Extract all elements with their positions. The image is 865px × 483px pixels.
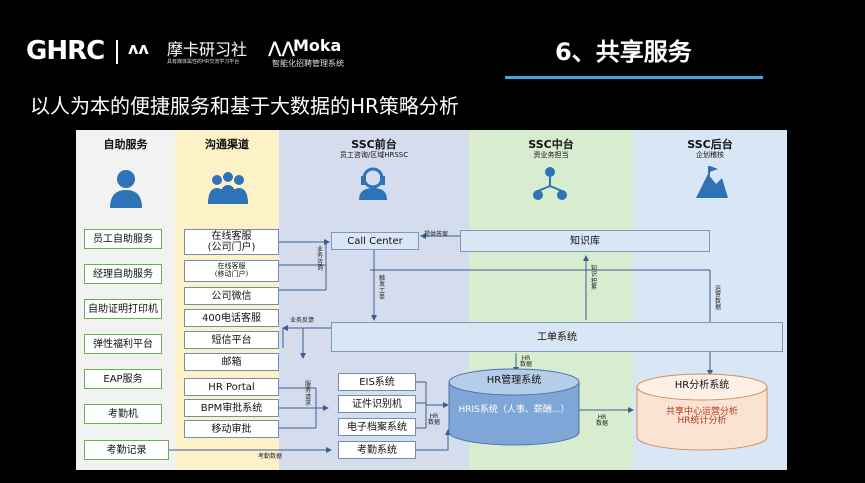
channel-item: 400电话客服	[184, 309, 279, 327]
person-icon	[110, 170, 142, 208]
business-consult-label: 业 务 咨 询	[316, 246, 323, 272]
hr-data-label-3: HR 数据	[596, 414, 609, 428]
self-item: 员工自助服务	[84, 229, 162, 249]
shared-service-diagram: 自助服务 沟通渠道 SSC前台 员工咨询/区域HRSSC SSC中台 资业务担当…	[76, 130, 787, 470]
moka-tagline: 智能化招聘管理系统	[272, 59, 344, 68]
hr-mgmt-cylinder	[448, 368, 580, 446]
hr-analysis-label: HR分析系统	[674, 380, 730, 391]
ghrc-logo: GHRC	[26, 36, 105, 66]
self-item: 考勤机	[84, 404, 162, 424]
attendance-data-label: 考勤数据	[258, 453, 283, 460]
moka-club-name: 摩卡研习社	[167, 40, 248, 59]
self-item: 考勤记录	[84, 440, 169, 460]
section-title: 6、共享服务	[555, 38, 692, 66]
ops-data-label: 运 营 数 据	[714, 285, 721, 311]
channel-item: HR Portal	[184, 378, 279, 396]
moka-logo-icon: ⋀⋀	[268, 38, 295, 57]
knowledge-accum-label: 知 识 积 累	[590, 265, 597, 291]
trigger-ticket-label: 触 发 工 单	[378, 275, 385, 301]
hris-label: HRIS系统（人事、薪酬...）	[458, 405, 570, 415]
channel-item: BPM审批系统	[184, 399, 279, 417]
ticket-system-box: 工单系统	[331, 322, 783, 352]
channel-item: 移动审批	[184, 420, 279, 438]
slide-header: GHRC ʌʌ 摩卡研习社 具有媒体属性的HR交流学习平台 ⋀⋀ Moka 智能…	[0, 0, 865, 130]
headset-icon	[359, 167, 387, 200]
column-title: 自助服务	[103, 138, 148, 151]
self-item: 经理自助服务	[84, 264, 162, 284]
attendance-system-box: 考勤系统	[338, 441, 416, 459]
provide-answers-label: 提供答案	[424, 231, 449, 238]
column-subtitle: 员工咨询/区域HRSSC	[339, 151, 409, 159]
hr-data-label-2: HR 数据	[428, 413, 441, 427]
business-feedback-label: 业务反馈	[290, 317, 315, 324]
moka-logo-name: Moka	[293, 36, 342, 55]
slide-subtitle: 以人为本的便捷服务和基于大数据的HR策略分析	[30, 94, 459, 118]
e-archive-box: 电子档案系统	[338, 418, 416, 436]
channel-item: 邮箱	[184, 353, 279, 371]
climb-icon	[696, 166, 728, 198]
channel-item: 公司微信	[184, 287, 279, 305]
column-subtitle: 资业务担当	[533, 151, 569, 159]
service-request-label: 服 务 请 求	[304, 381, 311, 407]
moka-club-logo-icon: ʌʌ	[128, 39, 149, 58]
channel-item: 短信平台	[184, 331, 279, 349]
self-item: EAP服务	[84, 369, 162, 389]
knowledge-base-box: 知识库	[460, 230, 710, 252]
self-item: 弹性福利平台	[84, 334, 162, 354]
connector-lines	[169, 233, 713, 453]
network-icon	[533, 167, 567, 200]
title-underline	[505, 76, 763, 79]
group-icon	[208, 172, 248, 204]
hr-mgmt-label: HR管理系统	[486, 375, 542, 386]
self-item: 自助证明打印机	[84, 299, 162, 319]
column-subtitle: 企划稽核	[696, 151, 724, 159]
column-title: SSC后台	[687, 138, 733, 151]
logo-divider	[116, 40, 118, 64]
eis-system-box: EIS系统	[338, 373, 416, 391]
analysis-detail-label: 共享中心运营分析 HR统计分析	[665, 407, 738, 427]
moka-club-tagline: 具有媒体属性的HR交流学习平台	[167, 59, 240, 65]
column-title: SSC中台	[528, 138, 574, 151]
call-center-box: Call Center	[331, 232, 419, 250]
hr-analysis-cylinder	[636, 373, 768, 451]
hr-data-label-1: HR 数据	[520, 355, 533, 369]
column-title: 沟通渠道	[205, 138, 249, 151]
column-title: SSC前台	[351, 138, 397, 151]
channel-item: 在线客服 (公司门户)	[184, 229, 279, 255]
channel-item: 在线客服 (移动门户)	[184, 260, 279, 282]
cert-recognition-box: 证件识别机	[338, 395, 416, 413]
